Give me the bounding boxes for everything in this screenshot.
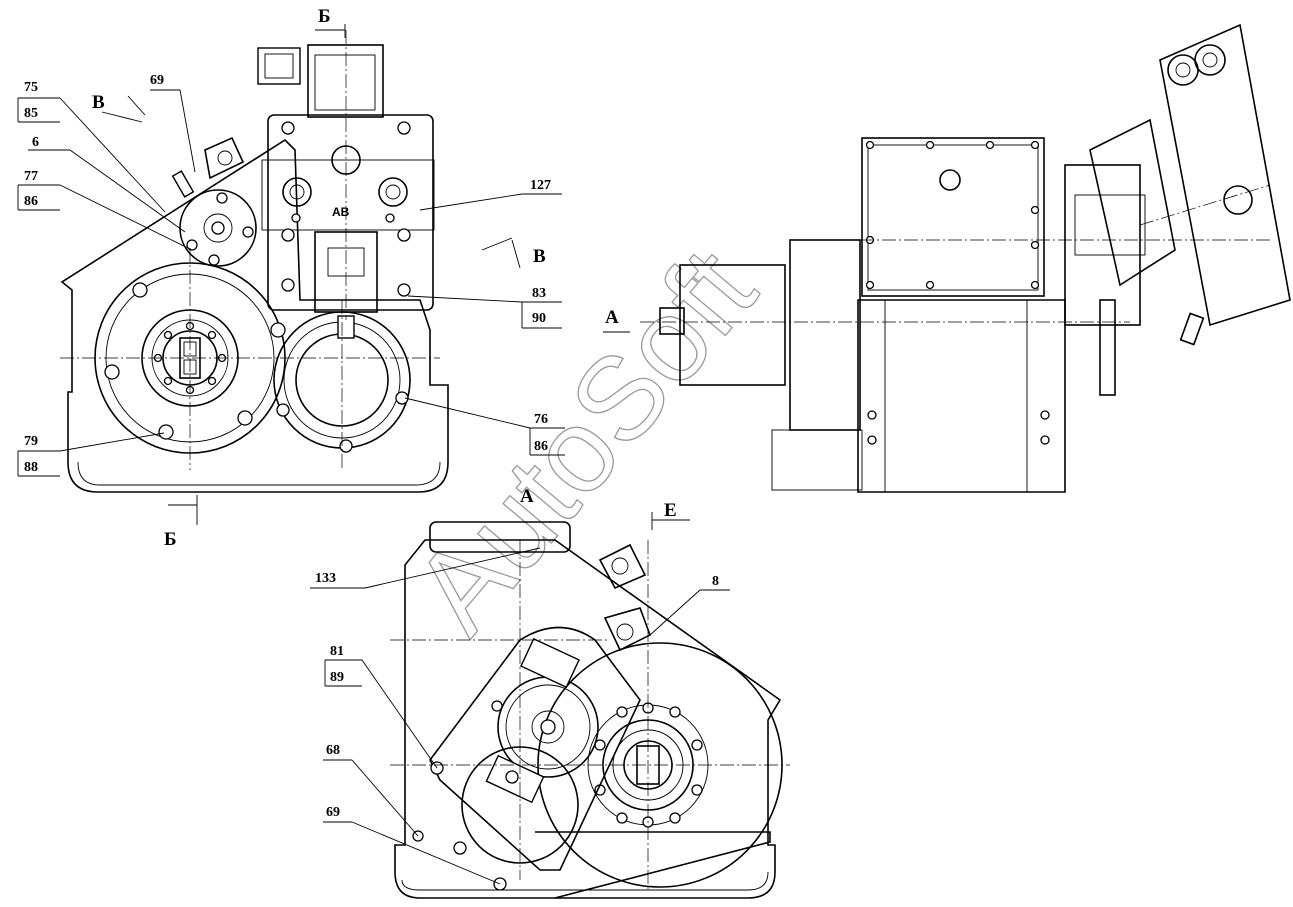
label-86-right: 86 (534, 439, 548, 454)
label-88: 88 (24, 460, 38, 475)
bottom-view (390, 521, 790, 899)
view-a-side: А (605, 307, 619, 328)
label-85: 85 (24, 106, 38, 121)
section-b-bottom: Б (164, 529, 177, 550)
view-v-right: В (533, 246, 546, 267)
label-69-bottom: 69 (326, 805, 340, 820)
label-75: 75 (24, 80, 38, 95)
front-view: AB (60, 30, 449, 493)
label-77: 77 (24, 169, 38, 184)
view-a-bottom: А (520, 486, 534, 507)
label-8: 8 (712, 574, 719, 589)
label-69-top: 69 (150, 73, 164, 88)
label-86-left: 86 (24, 194, 38, 209)
view-v-left: В (92, 92, 105, 113)
label-90: 90 (532, 311, 546, 326)
callout-labels: 75 85 69 6 77 86 127 83 90 76 86 79 88 1… (24, 73, 719, 820)
label-89: 89 (330, 670, 344, 685)
section-markers: Б Б В В А А Е (92, 6, 677, 550)
label-81: 81 (330, 644, 344, 659)
side-view (640, 23, 1291, 493)
label-83: 83 (532, 286, 546, 301)
label-68: 68 (326, 743, 340, 758)
view-e: Е (664, 500, 677, 521)
label-79: 79 (24, 434, 38, 449)
svg-text:AB: AB (332, 205, 350, 219)
leader-lines (17, 24, 730, 885)
label-133: 133 (315, 571, 336, 586)
label-127: 127 (530, 178, 551, 193)
label-6: 6 (32, 135, 39, 150)
label-76: 76 (534, 412, 548, 427)
section-b-top: Б (318, 6, 331, 27)
